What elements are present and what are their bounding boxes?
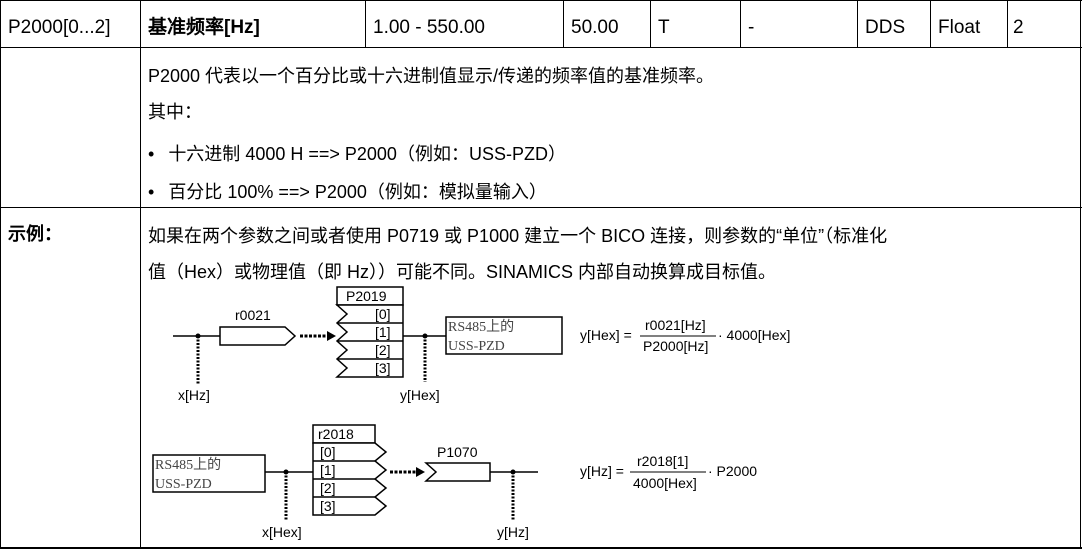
index-label: [3]: [320, 498, 336, 514]
formula-lhs: y[Hex] =: [580, 327, 632, 343]
example-text: 值（Hex）或物理值（即 Hz））可能不同。SINAMICS 内部自动换算成目标…: [148, 262, 777, 282]
description-text: P2000 代表以一个百分比或十六进制值显示/传递的频率值的基准频率。: [148, 66, 715, 86]
formula-numerator: r2018[1]: [637, 453, 688, 469]
table-border: [0, 0, 1082, 1]
source-label: RS485上的: [155, 457, 221, 473]
table-border: [0, 0, 1, 549]
table-border: [563, 0, 564, 47]
description-text: 其中：: [148, 102, 202, 122]
param-number: P2000[0...2]: [8, 17, 111, 38]
block-param: P2019: [346, 288, 387, 304]
block-param: r2018: [318, 426, 354, 442]
table-border: [857, 0, 858, 47]
table-border: [0, 207, 1082, 208]
formula-denominator: 4000[Hex]: [633, 475, 697, 491]
param-level: 2: [1013, 17, 1024, 38]
bullet-item: •百分比 100% ==> P2000（例如：模拟量输入）: [148, 182, 547, 202]
table-border: [930, 0, 931, 47]
input-label: x[Hex]: [262, 524, 302, 540]
param-range: 1.00 - 550.00: [373, 17, 485, 38]
table-border: [0, 47, 1082, 48]
source-label: USS-PZD: [155, 477, 212, 492]
table-border: [365, 0, 366, 47]
param-unit: -: [748, 17, 755, 38]
table-border: [650, 0, 651, 47]
index-label: [1]: [320, 462, 336, 478]
table-border: [1007, 0, 1008, 47]
bullet-item: •十六进制 4000 H ==> P2000（例如：USS-PZD）: [148, 144, 566, 164]
output-label: y[Hex]: [400, 387, 440, 403]
param-group: DDS: [865, 17, 906, 38]
target-param: P1070: [437, 444, 478, 460]
param-default: 50.00: [571, 17, 619, 38]
param-name: 基准频率[Hz]: [148, 17, 260, 38]
table-border: [140, 0, 141, 549]
bullet-text: 百分比 100% ==> P2000（例如：模拟量输入）: [168, 182, 547, 202]
param-data-type: Float: [938, 17, 981, 38]
index-label: [0]: [320, 444, 336, 460]
output-label: y[Hz]: [497, 524, 529, 540]
index-label: [2]: [320, 480, 336, 496]
example-label: 示例：: [8, 224, 62, 244]
formula-denominator: P2000[Hz]: [643, 338, 708, 354]
index-label: [0]: [375, 306, 391, 322]
formula-rhs: · P2000: [708, 463, 757, 479]
source-param: r0021: [235, 307, 271, 323]
example-text: 如果在两个参数之间或者使用 P0719 或 P1000 建立一个 BICO 连接…: [148, 226, 888, 246]
table-border: [0, 547, 1082, 549]
target-label: RS485上的: [448, 319, 514, 335]
index-label: [2]: [375, 342, 391, 358]
formula-lhs: y[Hz] =: [580, 463, 624, 479]
table-border: [1080, 0, 1081, 549]
formula-rhs: · 4000[Hex]: [718, 327, 790, 343]
table-border: [740, 0, 741, 47]
index-label: [1]: [375, 324, 391, 340]
index-label: [3]: [375, 360, 391, 376]
formula-numerator: r0021[Hz]: [645, 317, 706, 333]
target-label: USS-PZD: [448, 339, 505, 354]
bullet-text: 十六进制 4000 H ==> P2000（例如：USS-PZD）: [168, 144, 566, 164]
param-change-type: T: [658, 17, 670, 38]
input-label: x[Hz]: [178, 387, 210, 403]
